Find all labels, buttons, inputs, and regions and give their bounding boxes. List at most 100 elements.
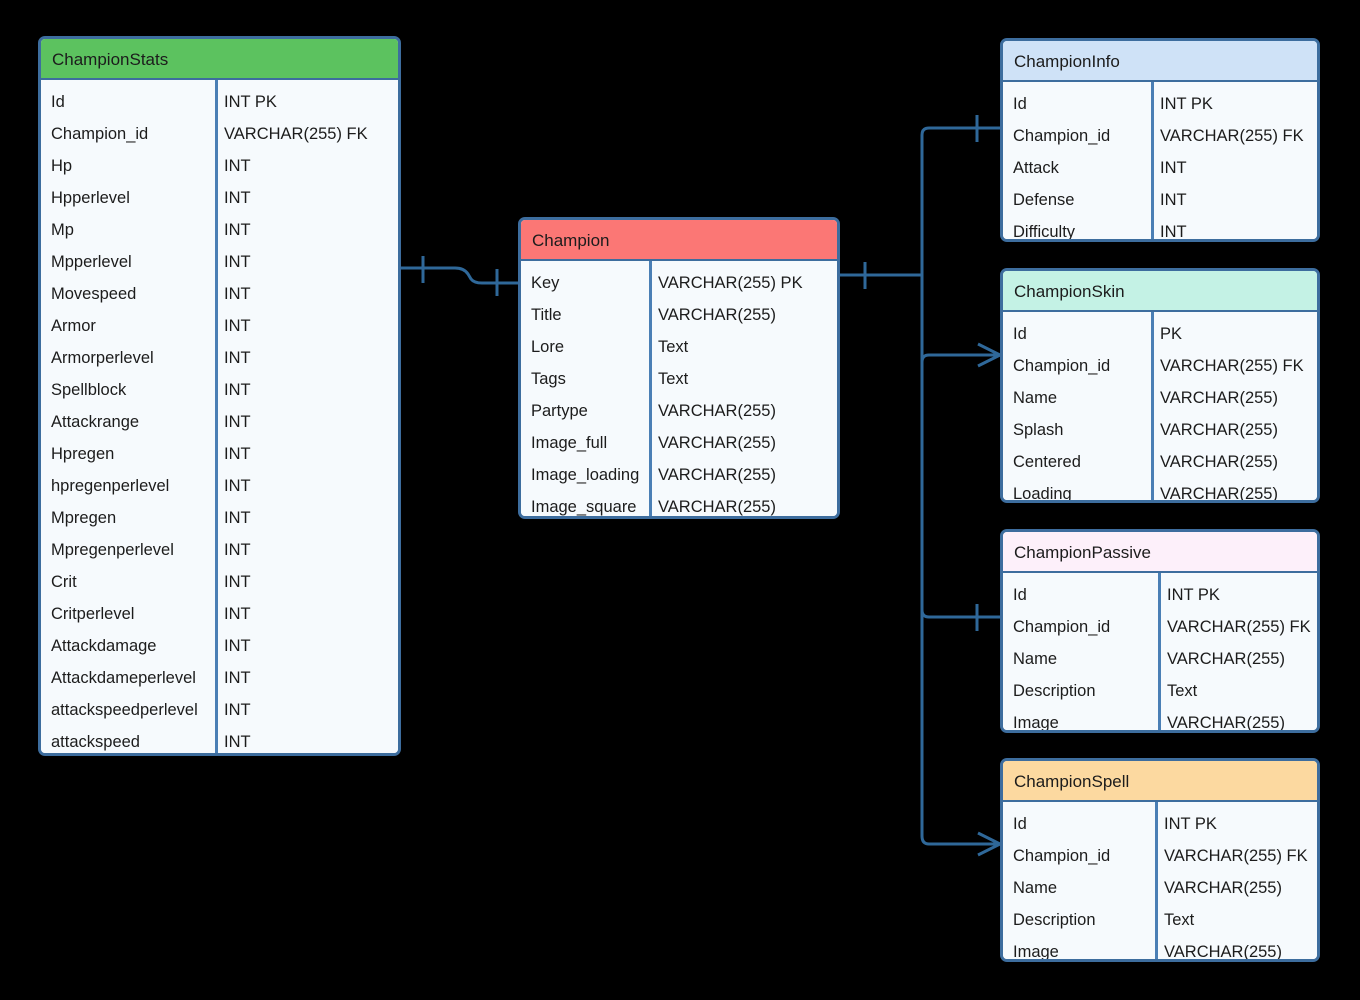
column-divider	[1151, 82, 1154, 239]
attribute-name: Description	[1013, 911, 1096, 929]
attribute-row[interactable]: Description Text	[1003, 904, 1317, 936]
attribute-row[interactable]: Champion_id VARCHAR(255) FK	[41, 118, 398, 150]
attribute-type: INT	[224, 477, 251, 495]
attribute-name: Image	[1013, 943, 1059, 961]
attribute-type: VARCHAR(255) FK	[224, 125, 368, 143]
attribute-name: Champion_id	[1013, 357, 1111, 375]
attribute-name: Key	[531, 274, 560, 292]
attribute-name: Difficulty	[1013, 223, 1076, 241]
attribute-name: Id	[1013, 815, 1027, 833]
connector-champion-championskin	[920, 353, 1000, 363]
attribute-row[interactable]: Champion_id VARCHAR(255) FK	[1003, 840, 1317, 872]
column-divider	[1158, 573, 1161, 730]
attribute-name: Mpperlevel	[51, 253, 132, 271]
attribute-name: Hpregen	[51, 445, 115, 463]
attribute-name: Tags	[531, 370, 566, 388]
attribute-name: Name	[1013, 879, 1058, 897]
cardinality-many-championskin	[977, 342, 1001, 368]
attribute-name: Mpregen	[51, 509, 117, 527]
attribute-name: Spellblock	[51, 381, 127, 399]
column-divider	[649, 261, 652, 516]
attribute-name: Image_full	[531, 434, 608, 452]
attribute-type: INT	[224, 509, 251, 527]
attribute-type: VARCHAR(255) FK	[1164, 847, 1308, 865]
attribute-type: VARCHAR(255)	[1160, 453, 1278, 471]
attribute-name: Attackdamage	[51, 637, 157, 655]
attribute-name: Name	[1013, 650, 1058, 668]
attribute-name: Champion_id	[51, 125, 149, 143]
attribute-name: Image_loading	[531, 466, 640, 484]
attribute-row[interactable]: Mpregenperlevel INT	[41, 534, 398, 566]
attribute-type: VARCHAR(255) FK	[1160, 357, 1304, 375]
attribute-name: Defense	[1013, 191, 1075, 209]
attribute-name: Champion_id	[1013, 847, 1111, 865]
attribute-row[interactable]: Champion_id VARCHAR(255) FK	[1003, 350, 1317, 382]
attribute-name: Splash	[1013, 421, 1064, 439]
attribute-name: Hp	[51, 157, 73, 175]
attribute-row[interactable]: Mpregen INT	[41, 502, 398, 534]
attribute-type: INT	[224, 541, 251, 559]
entity-title-championskin: ChampionSkin	[1003, 271, 1317, 312]
attribute-row[interactable]: Key VARCHAR(255) PK	[521, 267, 837, 299]
entity-title-championinfo: ChampionInfo	[1003, 41, 1317, 82]
attribute-type: Text	[1164, 911, 1195, 929]
attribute-row[interactable]: Name VARCHAR(255)	[1003, 643, 1317, 675]
attribute-name: Image_square	[531, 498, 637, 516]
attribute-type: VARCHAR(255) PK	[658, 274, 803, 292]
connector-champion-championpassive	[920, 609, 1000, 619]
attribute-type: INT PK	[1160, 95, 1213, 113]
connector-champion-championspell	[920, 835, 1000, 846]
attribute-type: VARCHAR(255)	[1167, 650, 1285, 668]
attribute-name: Mpregenperlevel	[51, 541, 174, 559]
